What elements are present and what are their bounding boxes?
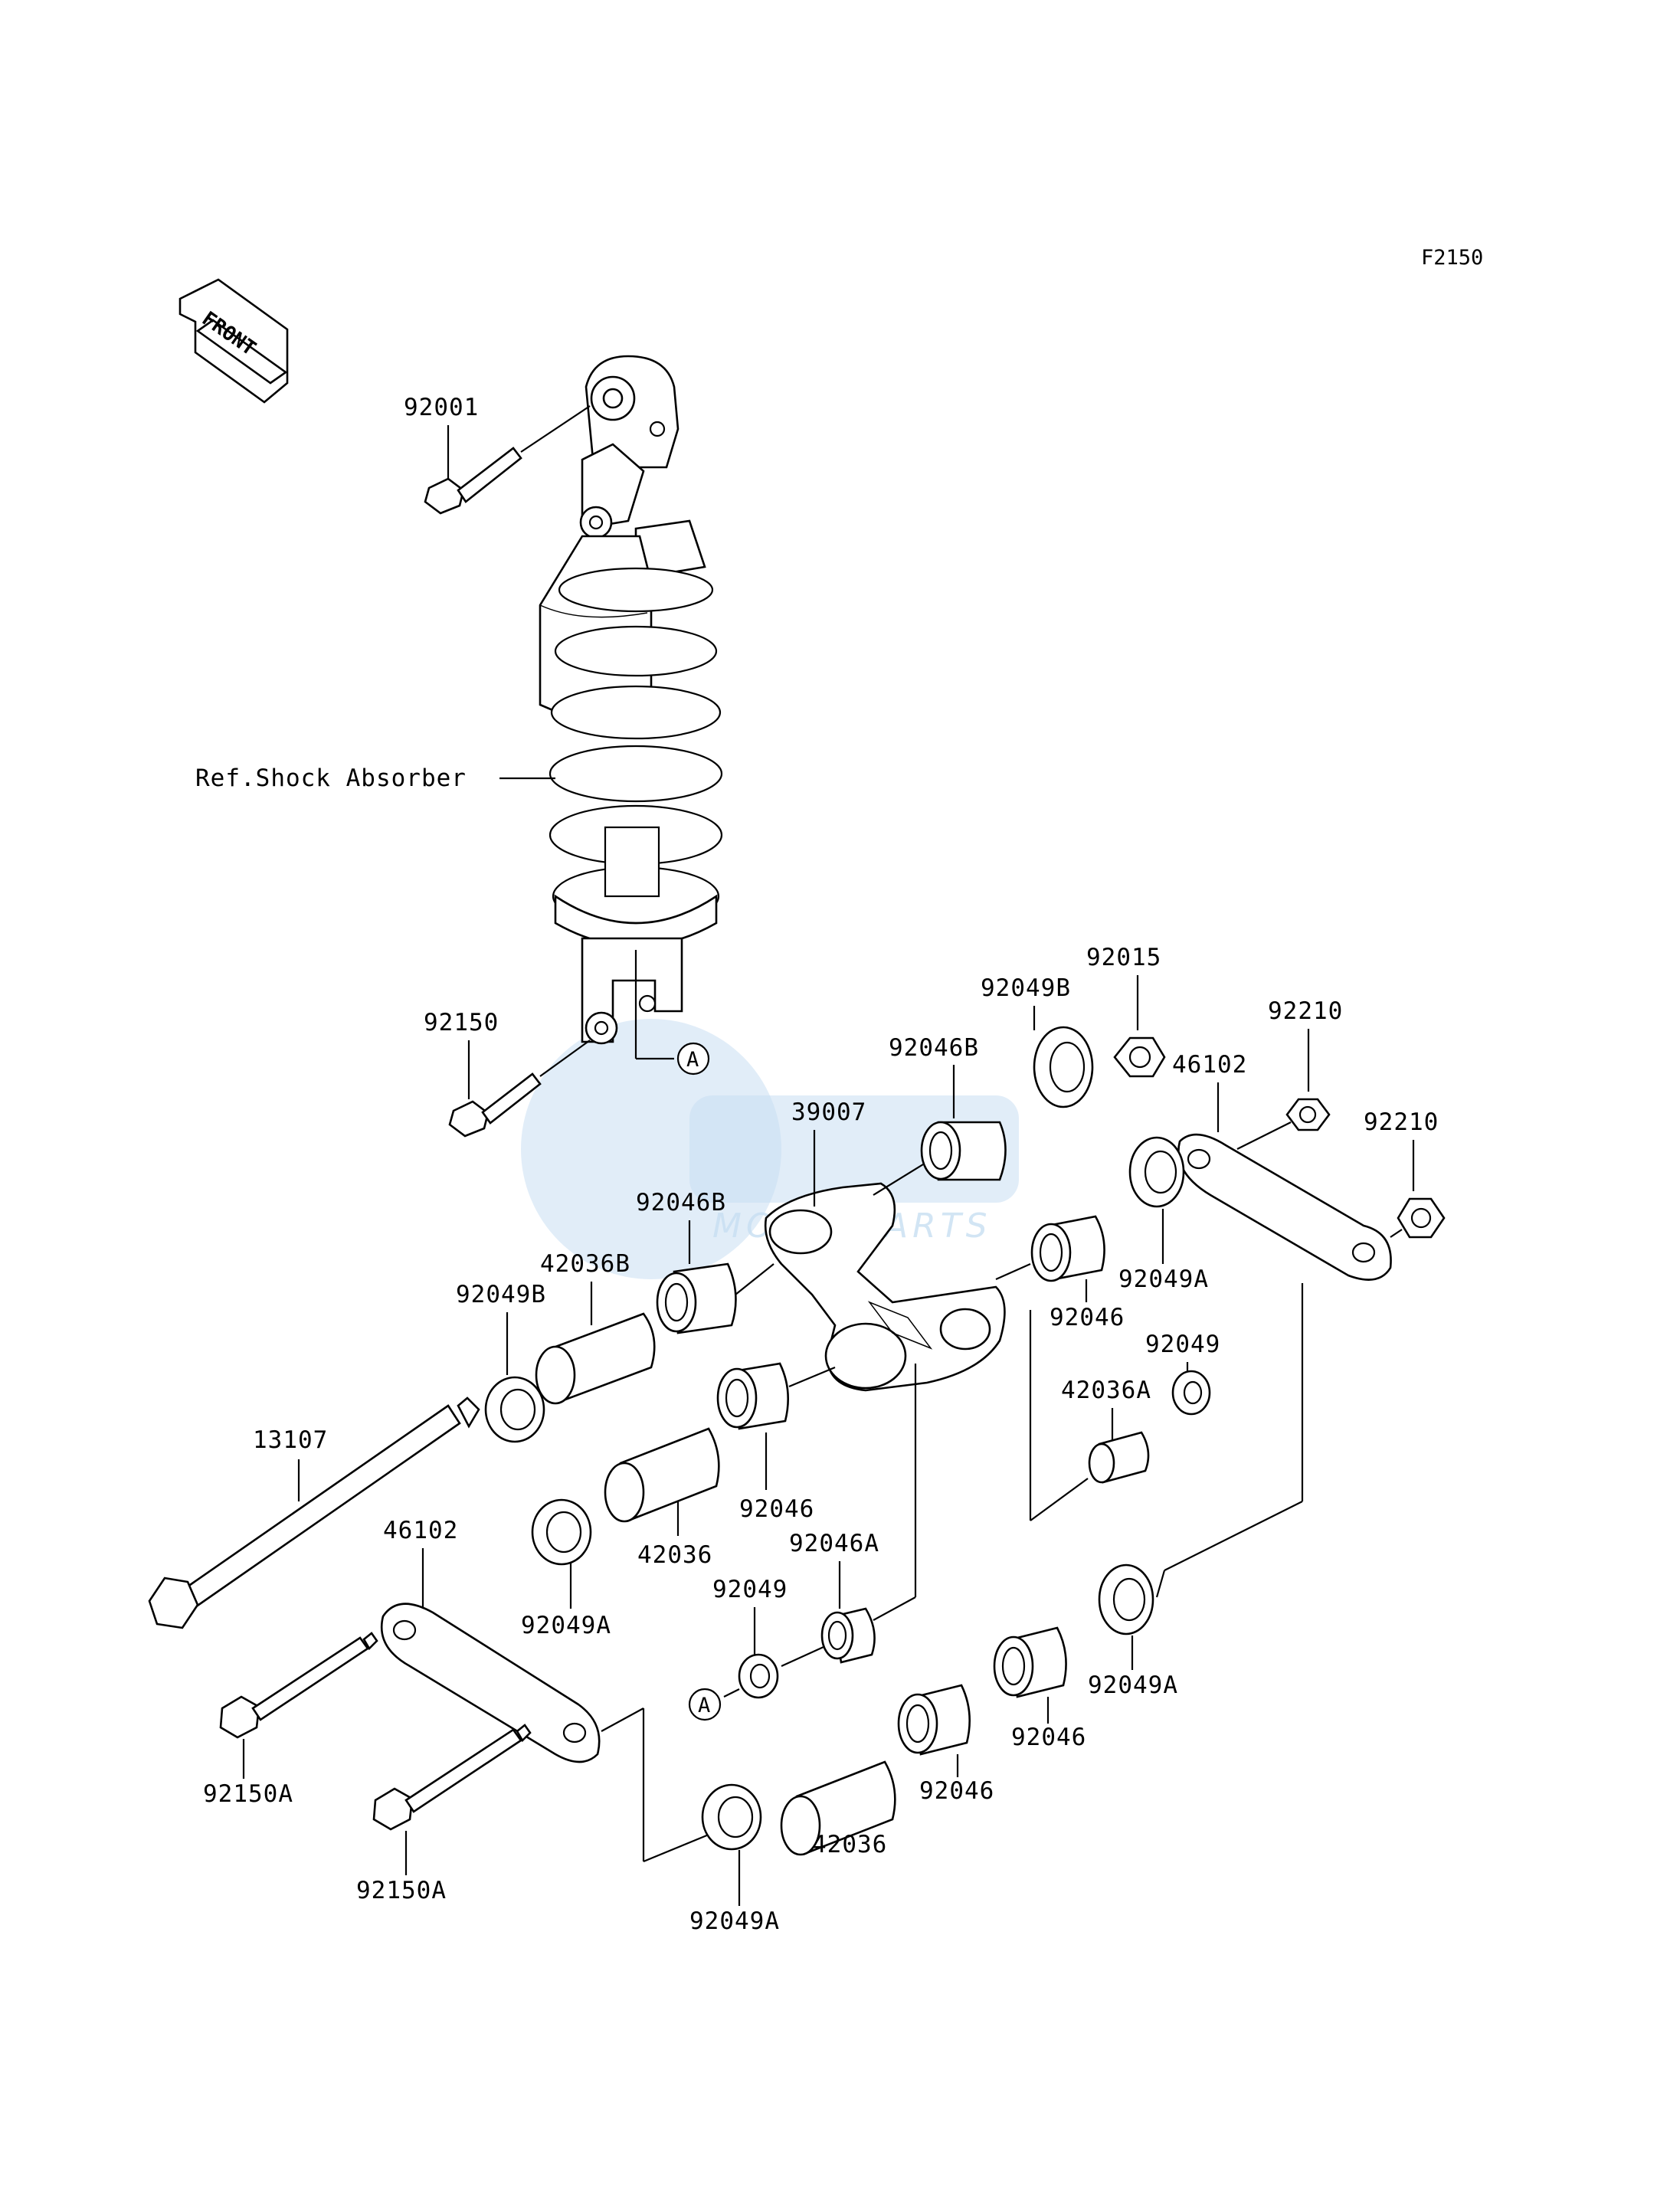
bearing-92046-lower-right bbox=[993, 1626, 1067, 1698]
label-92049B-left: 92049B bbox=[456, 1281, 546, 1308]
shaft-13107 bbox=[148, 1396, 480, 1629]
marker-a-bottom: A bbox=[698, 1694, 710, 1717]
label-92049-center: 92049 bbox=[712, 1576, 788, 1603]
label-92049A-bottom: 92049A bbox=[689, 1907, 780, 1935]
bolt-92001 bbox=[424, 447, 522, 515]
label-92046B-mid: 92046B bbox=[636, 1189, 726, 1216]
label-92046-center: 92046 bbox=[739, 1495, 814, 1523]
nut-92015 bbox=[1113, 1036, 1166, 1078]
bolt-92150A-lower bbox=[372, 1724, 532, 1831]
bearing-92046B-mid bbox=[656, 1262, 737, 1334]
nut-92210-b bbox=[1397, 1197, 1446, 1239]
washer-92049A-right-upper bbox=[1128, 1136, 1185, 1208]
bearing-92046-center bbox=[716, 1362, 789, 1430]
bearing-92046-lower-mid bbox=[897, 1684, 971, 1756]
bearing-92046-right-upper bbox=[1030, 1215, 1105, 1282]
bearing-92046A bbox=[820, 1607, 876, 1664]
label-92049-right: 92049 bbox=[1145, 1331, 1220, 1358]
bolt-92150 bbox=[448, 1072, 542, 1138]
rocker-arm-39007 bbox=[764, 1182, 1006, 1392]
label-92049A-left: 92049A bbox=[521, 1612, 611, 1639]
collar-42036B bbox=[535, 1312, 656, 1405]
label-92046B-top: 92046B bbox=[889, 1034, 979, 1062]
label-13107: 13107 bbox=[253, 1426, 328, 1454]
label-92049A-right-lower: 92049A bbox=[1088, 1671, 1178, 1699]
label-92049B-top: 92049B bbox=[981, 974, 1071, 1002]
ref-shock-absorber-label: Ref.Shock Absorber bbox=[195, 765, 467, 792]
marker-a-bottom-icon bbox=[688, 1688, 722, 1721]
label-42036-lower: 42036 bbox=[812, 1831, 887, 1858]
washer-92049B-top bbox=[1033, 1026, 1094, 1108]
diagram-code: F2150 bbox=[1421, 246, 1483, 270]
washer-92049A-bottom bbox=[701, 1783, 762, 1851]
link-46102-right bbox=[1177, 1133, 1392, 1281]
nut-92210-a bbox=[1285, 1098, 1331, 1131]
link-46102-left bbox=[380, 1603, 601, 1763]
washer-92049B-left bbox=[484, 1376, 545, 1443]
label-92150A-upper: 92150A bbox=[203, 1780, 293, 1808]
collar-42036-center bbox=[604, 1427, 720, 1523]
label-92150A-lower: 92150A bbox=[356, 1877, 447, 1904]
bearing-92046B-top bbox=[920, 1121, 1007, 1181]
label-92046-lower-mid: 92046 bbox=[919, 1777, 994, 1805]
washer-92049A-left bbox=[531, 1498, 592, 1566]
marker-a-icon bbox=[676, 1042, 710, 1076]
washer-92049-center bbox=[738, 1653, 779, 1699]
label-92001: 92001 bbox=[404, 394, 479, 421]
label-92150: 92150 bbox=[424, 1009, 499, 1036]
label-92015: 92015 bbox=[1086, 944, 1161, 971]
collar-42036-lower bbox=[780, 1760, 896, 1856]
label-92210-b: 92210 bbox=[1364, 1108, 1439, 1136]
label-92049A-right-upper: 92049A bbox=[1118, 1265, 1209, 1293]
collar-42036A bbox=[1088, 1431, 1150, 1484]
label-92046-right-upper: 92046 bbox=[1050, 1304, 1125, 1331]
washer-92049-right bbox=[1171, 1370, 1211, 1416]
label-46102-left: 46102 bbox=[383, 1517, 458, 1544]
front-arrow-icon: FRONT bbox=[178, 278, 289, 404]
label-42036B: 42036B bbox=[540, 1250, 630, 1278]
washer-92049A-right-lower bbox=[1098, 1563, 1154, 1635]
label-42036-center: 42036 bbox=[637, 1541, 712, 1569]
label-92046A: 92046A bbox=[789, 1530, 879, 1557]
label-39007: 39007 bbox=[791, 1098, 866, 1126]
label-46102-right: 46102 bbox=[1172, 1051, 1247, 1079]
label-92046-lower-right: 92046 bbox=[1011, 1724, 1086, 1751]
label-42036A: 42036A bbox=[1061, 1377, 1151, 1404]
label-92210-a: 92210 bbox=[1268, 997, 1343, 1025]
bolt-92150A-upper bbox=[219, 1632, 378, 1739]
shock-absorber bbox=[539, 355, 723, 1045]
marker-a-top: A bbox=[686, 1048, 699, 1072]
